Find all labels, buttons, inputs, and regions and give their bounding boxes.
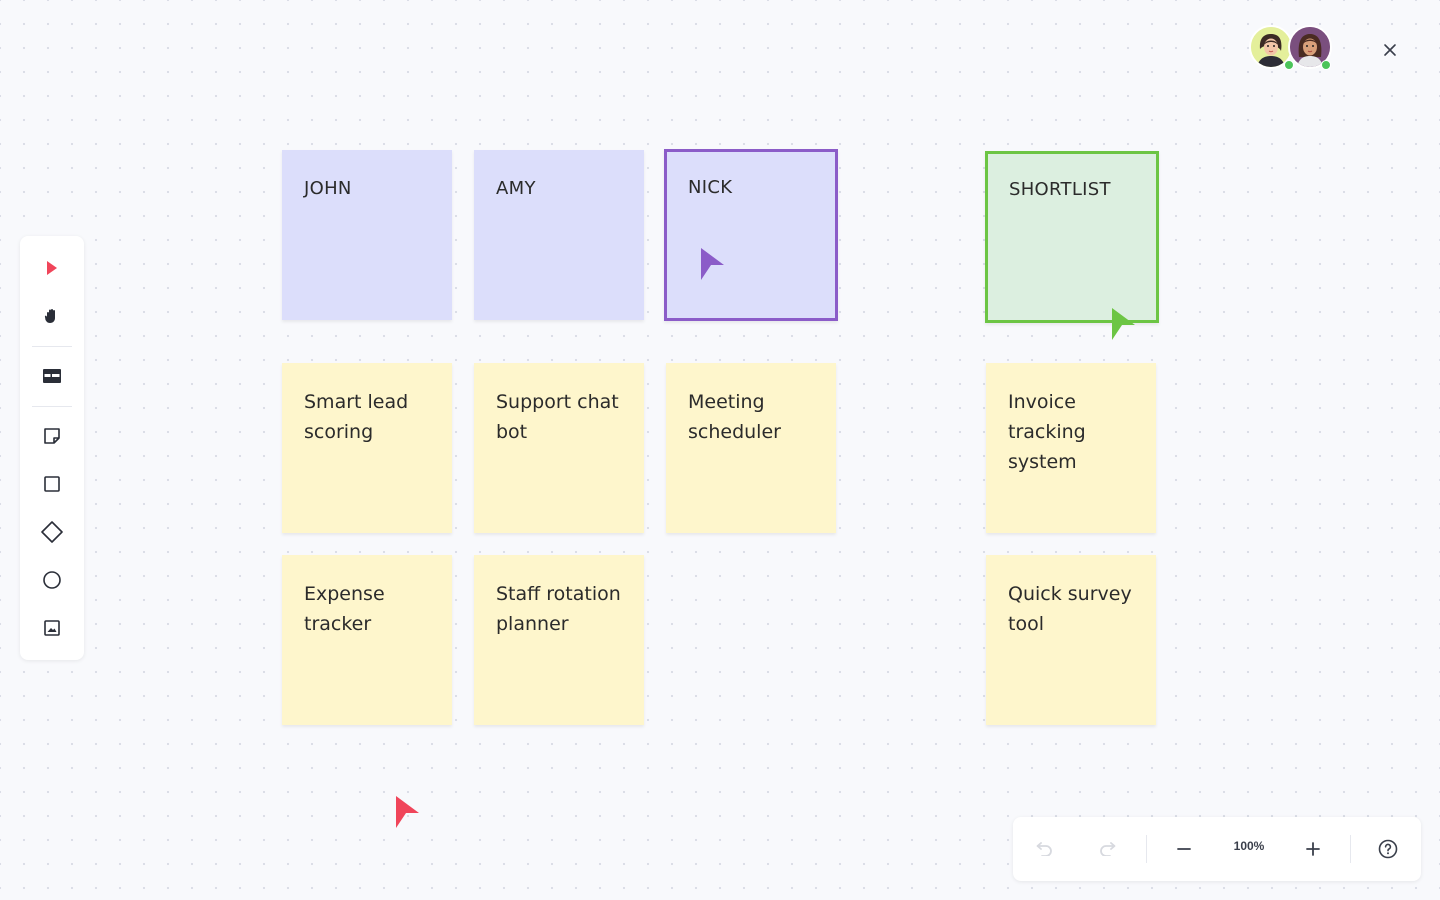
header-note-amy[interactable]: AMY — [474, 150, 644, 320]
zoom-in-button[interactable] — [1293, 829, 1333, 869]
zoom-level[interactable]: 100% — [1233, 839, 1265, 853]
diamond-icon — [41, 521, 63, 543]
collaborator-cursor-purple — [701, 248, 724, 280]
select-tool[interactable] — [28, 248, 76, 288]
close-icon — [1384, 44, 1396, 56]
minus-icon — [1177, 848, 1191, 850]
sticky-note-text: Smart lead scoring — [304, 391, 409, 443]
redo-icon — [1100, 842, 1116, 856]
zoom-controls: 100% — [1013, 817, 1421, 881]
table-tool[interactable] — [28, 356, 76, 396]
sticky-note-text: Invoice tracking system — [1008, 391, 1086, 473]
hand-icon — [44, 309, 55, 323]
own-cursor — [396, 796, 419, 828]
zoom-out-button[interactable] — [1164, 829, 1204, 869]
sticky-note-text: Support chat bot — [496, 391, 619, 443]
sticky-note-text: Quick survey tool — [1008, 583, 1132, 635]
header-note-shortlist[interactable]: SHORTLIST — [985, 151, 1159, 323]
sticky-note-tool[interactable] — [28, 416, 76, 456]
circle-tool[interactable] — [28, 560, 76, 600]
sticky-note-icon — [44, 428, 60, 444]
diamond-tool[interactable] — [28, 512, 76, 552]
sticky-note-text: Expense tracker — [304, 583, 385, 635]
sticky-note[interactable]: Invoice tracking system — [986, 363, 1156, 533]
header-note-label: AMY — [496, 178, 536, 199]
sticky-note[interactable]: Support chat bot — [474, 363, 644, 533]
sticky-note-text: Staff rotation planner — [496, 583, 621, 635]
tool-palette — [20, 236, 84, 660]
header-note-nick[interactable]: NICK — [664, 149, 838, 321]
sticky-note[interactable]: Expense tracker — [282, 555, 452, 725]
zoombar-divider — [1146, 835, 1147, 863]
image-tool[interactable] — [28, 608, 76, 648]
header-note-label: NICK — [688, 177, 733, 198]
sticky-note[interactable]: Quick survey tool — [986, 555, 1156, 725]
help-icon — [1378, 839, 1398, 859]
undo-icon — [1036, 842, 1052, 856]
plus-icon — [1306, 842, 1320, 856]
hand-tool[interactable] — [28, 296, 76, 336]
online-status-dot — [1321, 60, 1331, 70]
image-icon — [44, 620, 60, 636]
sticky-note[interactable]: Smart lead scoring — [282, 363, 452, 533]
zoombar-divider — [1350, 835, 1351, 863]
online-status-dot — [1284, 60, 1294, 70]
collaborator-cursor-green — [1112, 308, 1135, 340]
rectangle-icon — [44, 476, 60, 492]
toolbar-divider — [32, 406, 72, 407]
close-button[interactable] — [1378, 38, 1402, 62]
header-note-john[interactable]: JOHN — [282, 150, 452, 320]
table-icon — [43, 369, 61, 383]
sticky-note[interactable]: Meeting scheduler — [666, 363, 836, 533]
header-note-label: SHORTLIST — [1009, 179, 1111, 200]
sticky-note-text: Meeting scheduler — [688, 391, 781, 443]
header-note-label: JOHN — [304, 178, 352, 199]
avatar-portrait-icon — [1290, 27, 1330, 67]
circle-icon — [43, 571, 61, 589]
help-button[interactable] — [1368, 829, 1408, 869]
rectangle-tool[interactable] — [28, 464, 76, 504]
toolbar-divider — [32, 346, 72, 347]
undo-button[interactable] — [1024, 829, 1064, 869]
avatar-portrait-icon — [1251, 27, 1291, 67]
sticky-note[interactable]: Staff rotation planner — [474, 555, 644, 725]
pointer-icon — [47, 261, 57, 275]
redo-button[interactable] — [1088, 829, 1128, 869]
